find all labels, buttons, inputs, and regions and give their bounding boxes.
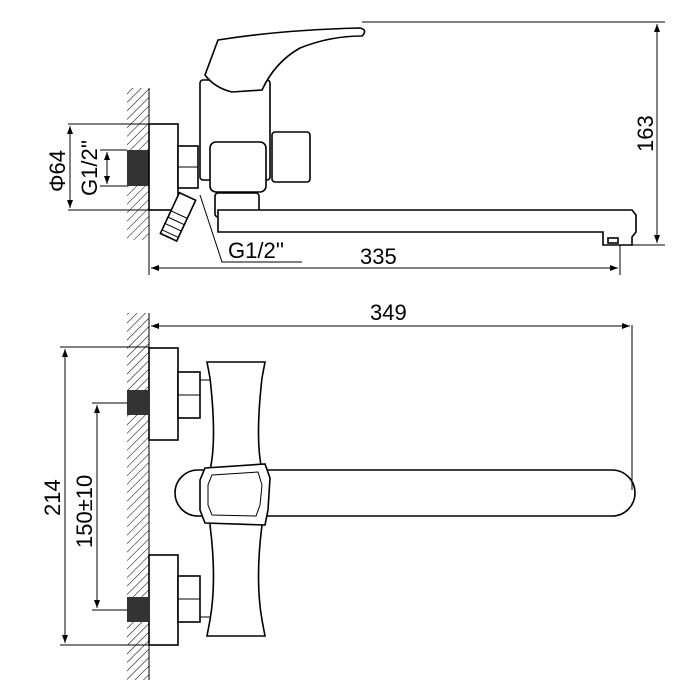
hose-connector (159, 191, 197, 243)
wall-thread-label: G1/2'' (77, 140, 102, 196)
front-view: 349 214 150±10 (40, 300, 636, 680)
flange-diameter-label: Φ64 (45, 150, 70, 192)
lower-flange (148, 554, 179, 646)
reach-label: 335 (360, 244, 397, 269)
total-length-label: 349 (370, 300, 407, 325)
spout-top (174, 469, 636, 517)
diverter-cap (271, 131, 311, 183)
lever-handle-top (199, 463, 271, 526)
flange-span-label: 214 (40, 479, 65, 516)
mixer-body (209, 141, 267, 193)
center-distance-label: 150±10 (72, 475, 97, 548)
side-view: Φ64 G1/2'' 163 G1/2'' 335 (45, 21, 665, 275)
wall-hatch (127, 313, 149, 680)
flange (148, 123, 179, 211)
spout (217, 209, 637, 246)
upper-thread (127, 390, 149, 415)
wall-thread (127, 150, 149, 186)
outlet-thread-label: G1/2'' (228, 238, 284, 263)
height-label: 163 (633, 115, 658, 152)
lever-handle (204, 27, 366, 93)
upper-flange (148, 347, 179, 441)
lower-thread (127, 597, 149, 622)
